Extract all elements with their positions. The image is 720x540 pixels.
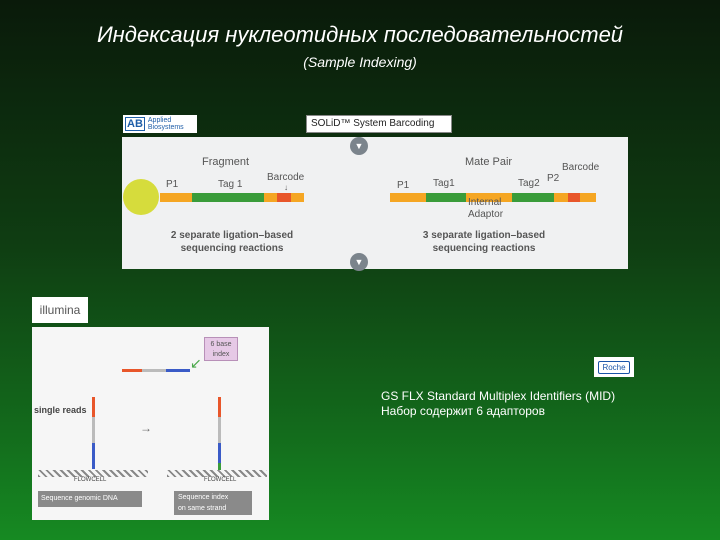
mate-note-line2: sequencing reactions (433, 243, 536, 254)
read2-bottom-segment (218, 443, 221, 463)
mate-p2-label: P2 (547, 173, 559, 184)
mate-internal-line2: Adaptor (468, 209, 503, 220)
illumina-logo: illumina (32, 297, 88, 323)
adapter-middle-segment (142, 369, 166, 372)
applied-biosystems-logo: AB Applied Biosystems (123, 115, 197, 133)
sequence-index-line2: on same strand (178, 505, 226, 512)
page-title: Индексация нуклеотидных последовательнос… (0, 22, 720, 48)
roche-description: GS FLX Standard Multiplex Identifiers (M… (381, 389, 615, 419)
mate-end-bar (580, 193, 596, 202)
sequence-index-line1: Sequence index (178, 494, 228, 501)
read2-top-segment (218, 397, 221, 417)
solid-banner: SOLiD™ System Barcoding (306, 115, 452, 133)
flowcell2-label: FLOWCELL (204, 477, 236, 483)
mate-p1-label: P1 (397, 180, 409, 191)
read1-top-segment (92, 397, 95, 417)
mate-heading: Mate Pair (465, 156, 512, 168)
process-arrow-icon: → (140, 421, 152, 435)
ab-logo-line2: Biosystems (148, 124, 184, 131)
roche-logo-text: Roche (598, 361, 629, 374)
fragment-p1-bar (160, 193, 192, 202)
mate-tag1-bar (426, 193, 466, 202)
fragment-note-line1: 2 separate ligation–based (171, 230, 293, 241)
fragment-tag1-bar (192, 193, 264, 202)
mate-barcode-label: Barcode (562, 162, 599, 173)
fragment-note: 2 separate ligation–based sequencing rea… (152, 229, 312, 255)
index-label-line2: index (213, 351, 230, 358)
page-subtitle: (Sample Indexing) (0, 54, 720, 70)
illumina-diagram: 6 base index ↙ single reads → FLOWCELL F… (32, 327, 269, 520)
down-arrow-icon-bottom: ▼ (350, 253, 368, 271)
fragment-note-line2: sequencing reactions (181, 243, 284, 254)
ab-logo-text: Applied Biosystems (148, 117, 184, 131)
read2-mid-segment (218, 417, 221, 443)
down-arrow-icon-top: ▼ (350, 137, 368, 155)
index-callout: 6 base index (204, 337, 238, 361)
mate-internal-line1: Internal (468, 197, 501, 208)
roche-logo: Roche (594, 357, 634, 377)
fragment-heading: Fragment (202, 156, 249, 168)
mate-note-line1: 3 separate ligation–based (423, 230, 545, 241)
mate-internal-adaptor-label: Internal Adaptor (468, 197, 503, 221)
single-reads-label: single reads (34, 405, 87, 415)
flowcell1-label: FLOWCELL (74, 477, 106, 483)
fragment-barcode-arrow-icon: ↓ (284, 183, 288, 192)
fragment-tag1-label: Tag 1 (218, 179, 242, 190)
adapter-index-segment (166, 369, 190, 372)
mate-p2-bar (554, 193, 568, 202)
mate-note: 3 separate ligation–based sequencing rea… (404, 229, 564, 255)
mate-p1-bar (390, 193, 426, 202)
read1-bottom-segment (92, 443, 95, 469)
fragment-end-bar (291, 193, 304, 202)
index-label-line1: 6 base (210, 341, 231, 348)
ab-logo-mark: AB (125, 117, 145, 131)
bead-icon (123, 179, 159, 215)
solid-barcoding-diagram: ▼ ▼ Fragment P1 Tag 1 Barcode ↓ 2 separa… (122, 137, 628, 269)
roche-line2: Набор содержит 6 адапторов (381, 404, 545, 418)
ab-logo-line1: Applied (148, 117, 171, 124)
mate-tag2-label: Tag2 (518, 178, 540, 189)
flowcell1-surface (38, 470, 148, 477)
mate-barcode-bar (568, 193, 580, 202)
read1-mid-segment (92, 417, 95, 443)
fragment-p1-label: P1 (166, 179, 178, 190)
callout-arrow-icon: ↙ (190, 355, 202, 372)
flowcell2-surface (167, 470, 267, 477)
fragment-spacer-bar (264, 193, 277, 202)
mate-tag2-bar (512, 193, 554, 202)
sequence-genomic-box: Sequence genomic DNA (38, 491, 142, 507)
sequence-index-box: Sequence index on same strand (174, 491, 252, 515)
roche-line1: GS FLX Standard Multiplex Identifiers (M… (381, 389, 615, 403)
fragment-barcode-label: Barcode (267, 172, 304, 183)
adapter-left-segment (122, 369, 142, 372)
mate-tag1-label: Tag1 (433, 178, 455, 189)
fragment-barcode-bar (277, 193, 291, 202)
